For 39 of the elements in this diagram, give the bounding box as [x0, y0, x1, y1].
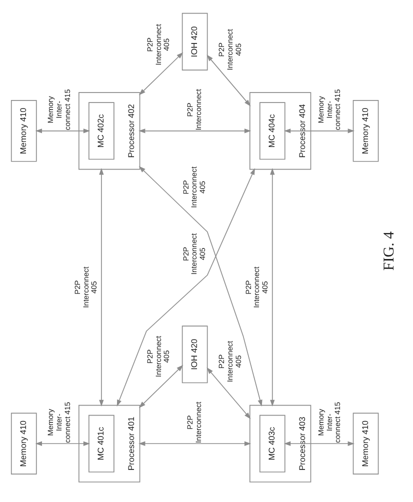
edge-label: P2P Interconnect 405 [181, 233, 207, 275]
edge-label: P2P Interconnect 405 [244, 266, 270, 308]
node-box: MC 404c [259, 102, 286, 160]
arrow [99, 168, 104, 407]
arrow [138, 166, 262, 406]
edge-label: P2P Interconnect 405 [181, 166, 207, 208]
arrow [138, 441, 252, 446]
node-box: IOH 420 [182, 326, 208, 384]
arrow [138, 128, 252, 134]
node-box: MC 401c [88, 414, 114, 472]
node-box: Memory 410 [10, 412, 37, 474]
arrow [270, 168, 275, 407]
edge-label: P2P Interconnect 405 [145, 336, 172, 378]
arrow [138, 52, 184, 96]
arrow [138, 364, 184, 408]
edge-label: Memory Inter- connect 415 [46, 402, 72, 443]
edge-label: P2P Interconnect [185, 89, 203, 130]
caption: FIG. 4 [382, 231, 398, 271]
arrow [284, 128, 354, 134]
arrow [284, 441, 354, 446]
node-box: Memory 410 [352, 100, 379, 162]
edge-label: P2P Interconnect 405 [217, 340, 243, 382]
edge-label: P2P Interconnect 405 [217, 28, 243, 70]
edge-label: Memory Inter- connect 415 [316, 89, 342, 130]
edge-label: P2P Interconnect 405 [145, 24, 172, 66]
node-box: Memory 410 [10, 100, 37, 162]
edge-label: Memory Inter- connect 415 [316, 402, 342, 443]
node-box: MC 403c [259, 414, 286, 472]
edge-label: P2P Interconnect 405 [72, 266, 99, 308]
node-box: IOH 420 [182, 12, 208, 70]
node-box: MC 402c [88, 102, 114, 160]
arrow [206, 54, 251, 106]
edge-label: P2P Interconnect [185, 402, 203, 444]
arrow [206, 367, 251, 420]
edge-label: Memory Inter- connect 415 [46, 89, 72, 130]
arrow [35, 441, 90, 446]
arrow [35, 128, 90, 134]
arrow [116, 168, 255, 406]
node-box: Memory 410 [352, 412, 379, 474]
